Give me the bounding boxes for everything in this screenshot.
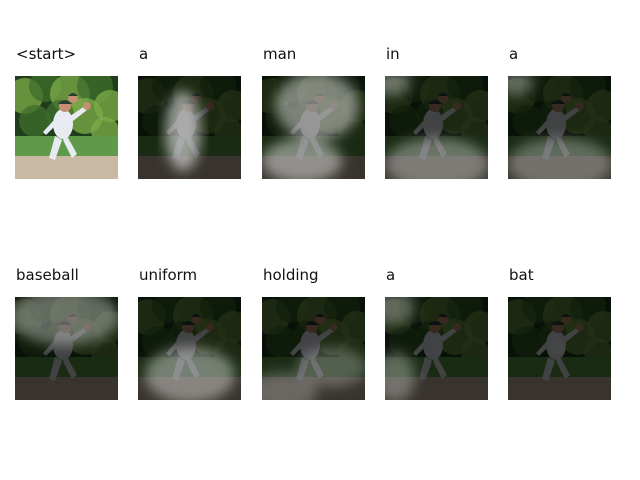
word-label: bat xyxy=(509,266,534,284)
attention-map xyxy=(508,76,611,179)
attention-map xyxy=(508,297,611,400)
attention-map xyxy=(138,76,241,179)
word-label: <start> xyxy=(16,45,77,63)
word-label: man xyxy=(263,45,297,63)
attention-map xyxy=(15,297,118,400)
attention-map xyxy=(138,297,241,400)
word-label: a xyxy=(139,45,149,63)
word-label: a xyxy=(509,45,519,63)
attention-map xyxy=(385,297,488,400)
attention-map xyxy=(262,297,365,400)
photo-baseball-pitcher xyxy=(15,76,118,179)
word-label: uniform xyxy=(139,266,198,284)
attention-map xyxy=(385,76,488,179)
word-label: holding xyxy=(263,266,319,284)
word-label: a xyxy=(386,266,396,284)
word-label: baseball xyxy=(16,266,79,284)
word-label: in xyxy=(386,45,400,63)
attention-map xyxy=(262,76,365,179)
